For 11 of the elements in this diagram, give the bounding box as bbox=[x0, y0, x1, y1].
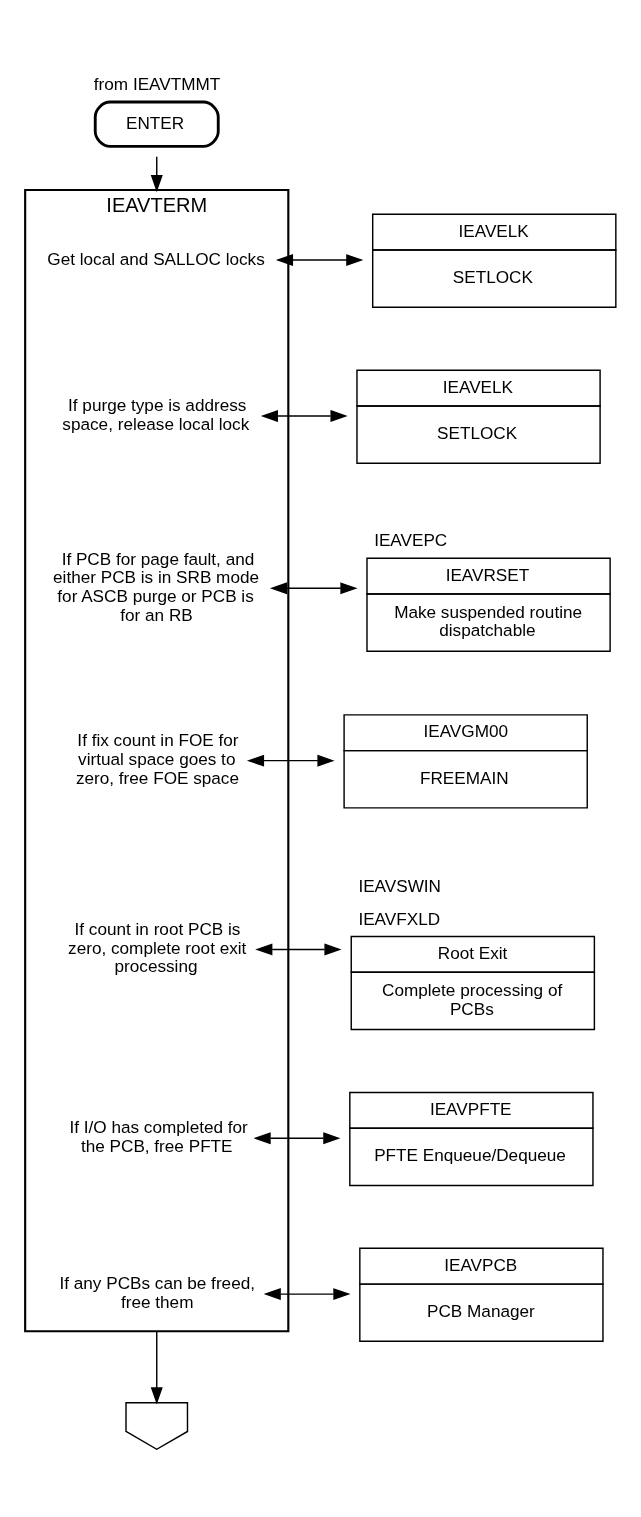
node-label: IEAVSWIN bbox=[358, 875, 442, 896]
node-text: Get local and SALLOC locks bbox=[47, 248, 265, 269]
node-text: If fix count in FOE for virtual space goes to zero, free FOE space bbox=[75, 730, 239, 788]
node-label: from IEAVTMMT bbox=[93, 74, 221, 95]
node-text: If I/O has completed for the PCB, free PFTE bbox=[69, 1117, 248, 1156]
node-text: If PCB for page fault, and either PCB is in SRB mode for ASCB purge or PCB is for an RB bbox=[53, 548, 260, 625]
node-text: If any PCBs can be freed, free them bbox=[59, 1273, 255, 1312]
node-label: IEAVFXLD bbox=[358, 908, 441, 929]
node-label: IEAVEPC bbox=[374, 530, 448, 551]
node-text: If purge type is address space, release local lock bbox=[62, 395, 250, 434]
node-text: If count in root PCB is zero, complete root exit processing bbox=[68, 919, 247, 977]
